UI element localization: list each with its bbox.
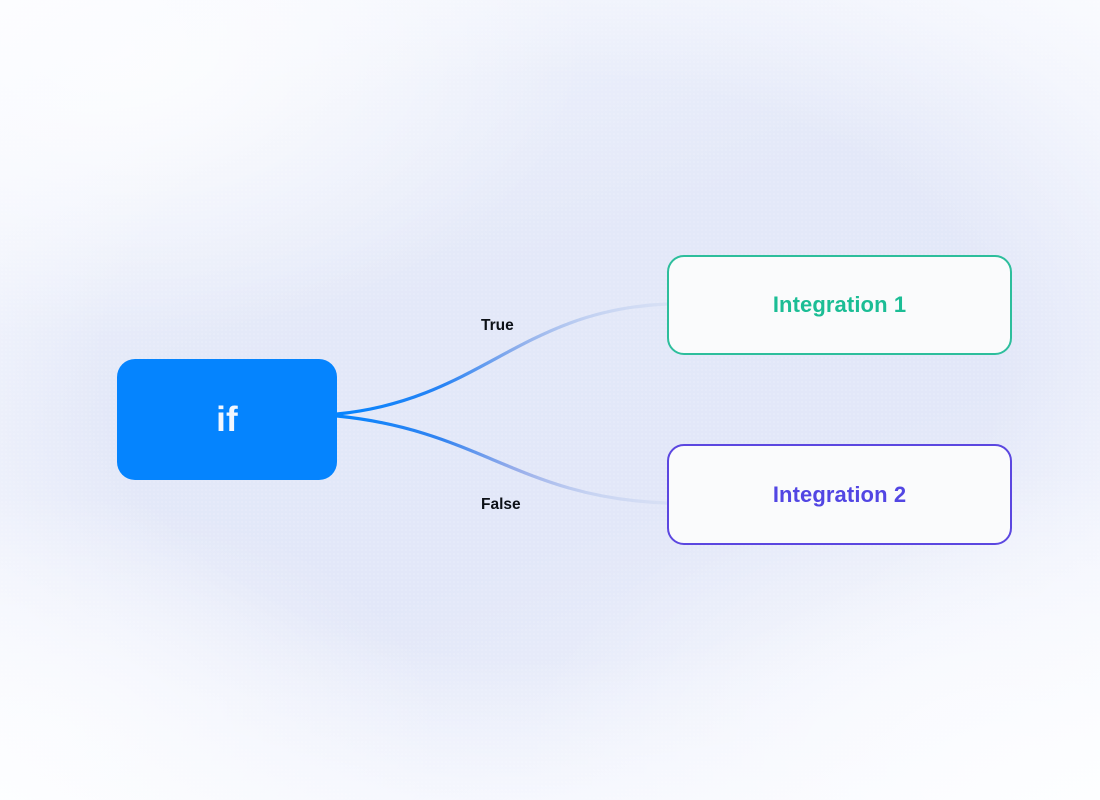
node-if-label: if (216, 400, 238, 439)
node-integration-2[interactable]: Integration 2 (667, 444, 1012, 545)
node-if[interactable]: if (117, 359, 337, 480)
node-integration-1-label: Integration 1 (772, 292, 907, 317)
edge-false-path[interactable] (335, 414, 669, 505)
edge-label-false: False (481, 496, 521, 513)
node-integration-1[interactable]: Integration 1 (667, 255, 1012, 355)
node-integration-2-label: Integration 2 (772, 481, 907, 507)
edge-label-true: True (481, 317, 514, 334)
